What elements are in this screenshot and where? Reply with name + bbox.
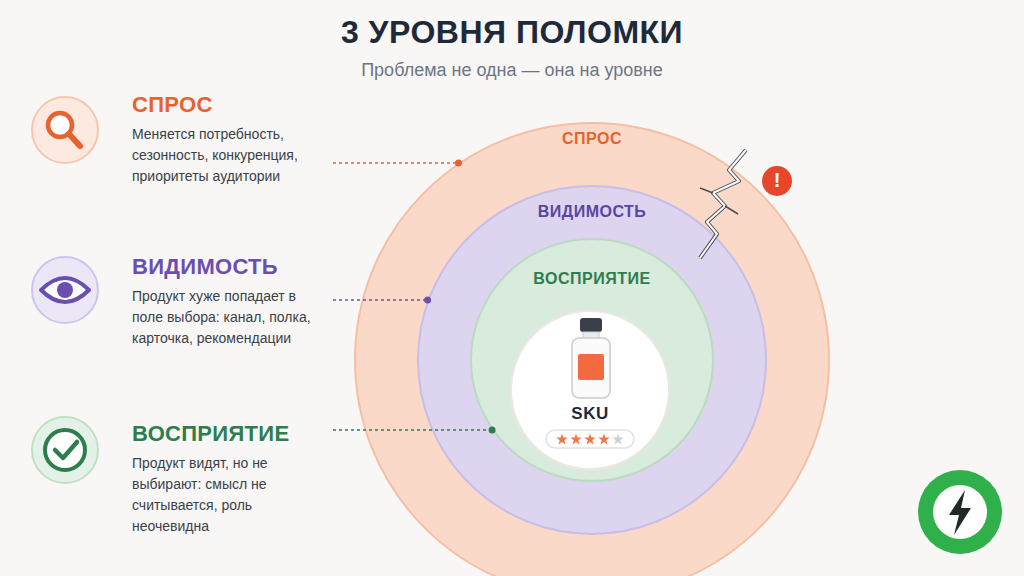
title: 3 УРОВНЯ ПОЛОМКИ xyxy=(0,14,1024,51)
demand-ring: СПРОС ВИДИМОСТЬ ВОСПРИЯТИЕ SKU xyxy=(354,122,830,576)
item-heading: ВОСПРИЯТИЕ xyxy=(132,421,327,447)
item-body: Меняется потребность, сезонность, конкур… xyxy=(132,124,327,187)
rating-star xyxy=(612,434,623,445)
magnifier-icon xyxy=(48,113,72,137)
bottle-body xyxy=(572,338,610,398)
icon-circle xyxy=(32,257,98,323)
ring-outline xyxy=(511,311,669,469)
icon-circle xyxy=(32,417,98,483)
item-heading: СПРОС xyxy=(132,92,327,118)
logo-bolt xyxy=(949,490,971,535)
leader-dot xyxy=(455,160,462,167)
visibility-ring: ВИДИМОСТЬ ВОСПРИЯТИЕ SKU xyxy=(417,185,767,535)
alert-mark: ! xyxy=(767,169,787,192)
check-mark xyxy=(55,442,77,458)
perception-ring: ВОСПРИЯТИЕ SKU xyxy=(470,238,714,482)
leader-line xyxy=(333,162,458,164)
rating-pill xyxy=(546,430,634,448)
ring-label: СПРОС xyxy=(354,130,830,148)
ring-outline xyxy=(418,186,766,534)
ring-label: ВОСПРИЯТИЕ xyxy=(470,270,714,288)
alert-badge xyxy=(762,166,792,196)
item-heading: ВИДИМОСТЬ xyxy=(132,254,327,280)
rating-star xyxy=(556,434,567,445)
magnifier-handle xyxy=(69,134,80,146)
ring-outline xyxy=(355,123,829,576)
leader-connector xyxy=(333,297,431,304)
level-item: СПРОС Меняется потребность, сезонность, к… xyxy=(132,92,327,187)
leader-dot xyxy=(424,297,431,304)
logo-inner xyxy=(933,485,987,539)
rating-star xyxy=(570,434,581,445)
icon-circle xyxy=(32,97,98,163)
leader-line xyxy=(333,429,492,431)
rating-star xyxy=(598,434,609,445)
bottle-label xyxy=(578,354,604,380)
subtitle: Проблема не одна — она на уровне xyxy=(0,60,1024,81)
logo xyxy=(918,470,1002,554)
bottle-illustration xyxy=(510,310,670,470)
level-item: ВОСПРИЯТИЕ Продукт видят, но не выбирают:… xyxy=(132,421,327,537)
crack xyxy=(700,150,746,258)
level-item: ВИДИМОСТЬ Продукт хуже попадает в поле вы… xyxy=(132,254,327,349)
leader-line xyxy=(333,299,428,301)
ring-label: ВИДИМОСТЬ xyxy=(417,203,767,221)
sku-circle: SKU xyxy=(510,310,670,470)
ring-outline xyxy=(471,239,713,481)
check-icon xyxy=(45,430,85,470)
leader-connector xyxy=(333,160,462,167)
item-body: Продукт хуже попадает в поле выбора: кан… xyxy=(132,286,327,349)
sku-label: SKU xyxy=(510,404,670,424)
leader-connector xyxy=(333,427,496,434)
leader-dot xyxy=(489,427,496,434)
item-body: Продукт видят, но не выбирают: смысл не … xyxy=(132,453,327,537)
eye-pupil xyxy=(57,282,73,298)
eye-icon xyxy=(41,278,89,302)
bottle-cap xyxy=(580,318,602,332)
rating-star xyxy=(584,434,595,445)
